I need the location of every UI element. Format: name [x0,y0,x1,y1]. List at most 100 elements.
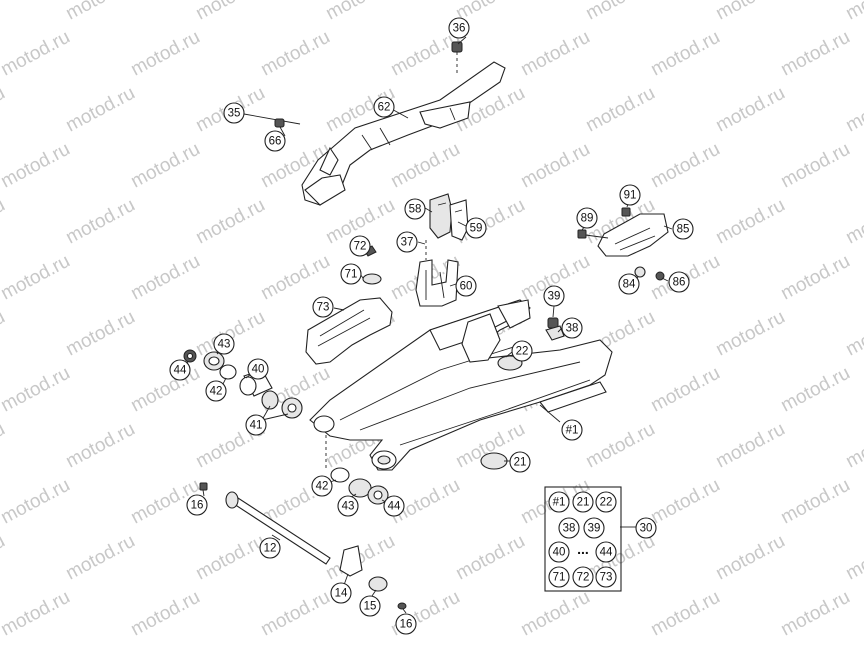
callout-c43a: 43 [213,333,235,355]
callout-c43b: 43 [337,495,359,517]
kit-item-label: 73 [600,572,613,584]
watermark-text: motod.ru [322,0,398,24]
callout-c42a: 42 [205,380,227,402]
callout-label: 22 [516,346,529,358]
watermark-text: motod.ru [127,363,203,417]
watermark-text: motod.ru [192,531,268,585]
callout-circle [213,333,235,355]
callout-label: 59 [470,223,483,235]
watermark-text: motod.ru [777,475,853,529]
watermark-text: motod.ru [192,307,268,361]
callout-c37: 37 [396,231,418,253]
kit-box [544,486,622,592]
watermark-text: motod.ru [582,83,658,137]
callout-circle [259,537,281,559]
callout-c72: 72 [349,235,371,257]
chain-guide-part [243,41,506,206]
kit-item: 22 [595,491,617,513]
watermark-text: motod.ru [777,139,853,193]
callout-circle [312,296,334,318]
callout-circle [340,263,362,285]
watermark-text: motod.ru [62,195,138,249]
callout-label: 43 [342,501,355,513]
callout-c21: 21 [509,451,531,473]
watermark-text: motod.ru [127,27,203,81]
watermark-text: motod.ru [257,251,333,305]
callout-circle [311,475,333,497]
watermark-text: motod.ru [712,307,788,361]
callout-c59: 59 [465,217,487,239]
watermark-text: motod.ru [842,0,864,24]
callout-c71: 71 [340,263,362,285]
kit-item-circle [572,491,594,513]
callout-c16b: 16 [395,613,417,635]
watermark-text: motod.ru [0,139,74,193]
watermark-text: motod.ru [0,587,74,641]
callout-label: 42 [210,386,223,398]
kit-item-label: 44 [600,547,613,559]
watermark-text: motod.ru [192,195,268,249]
callout-label: 36 [453,23,466,35]
watermark-text: motod.ru [777,251,853,305]
watermark-text: motod.ru [127,251,203,305]
callout-c22: 22 [511,340,533,362]
callout-c91: 91 [619,184,641,206]
watermark-text: motod.ru [842,83,864,137]
callout-circle [511,340,533,362]
kit-item-label: 22 [600,497,613,509]
callout-circle [455,275,477,297]
callout-circle [668,271,690,293]
callout-circle [330,582,352,604]
kit-item-circle [548,541,570,563]
watermark-text: motod.ru [647,139,723,193]
watermark-text: motod.ru [842,419,864,473]
bearing-stack-right [325,435,389,505]
watermark-text: motod.ru [517,27,593,81]
watermark-text: motod.ru [257,587,333,641]
callout-label: 42 [316,481,329,493]
watermark-text: motod.ru [0,307,9,361]
chain-guide-bracket-part [415,240,459,307]
callout-circle [618,273,640,295]
watermark-text: motod.ru [777,587,853,641]
callout-label: 58 [409,204,422,216]
kit-item-circle [595,541,617,563]
kit-item: 72 [572,566,594,588]
callout-c89: 89 [576,207,598,229]
kit-item-label: #1 [553,497,566,509]
callout-circle [245,414,267,436]
callout-c44b: 44 [383,495,405,517]
callout-label: 66 [269,136,282,148]
watermark-text: motod.ru [0,419,9,473]
callout-c35: 35 [223,102,245,124]
watermark-text: motod.ru [777,363,853,417]
kit-item-label: 72 [577,572,590,584]
watermark-text: motod.ru [192,0,268,24]
callout-label: 40 [252,364,265,376]
callout-circle [337,495,359,517]
callout-label: 37 [401,237,414,249]
callout-c60: 60 [455,275,477,297]
kit-item-circle [548,491,570,513]
callout-c16a: 16 [186,494,208,516]
callout-c73: 73 [312,296,334,318]
callout-label: 91 [624,190,637,202]
callout-circle [509,451,531,473]
kit-item-circle [548,566,570,588]
callout-circle [404,198,426,220]
watermark-text: motod.ru [0,475,74,529]
kit-item-circle [558,517,580,539]
callout-label: 73 [317,302,330,314]
watermark-text: motod.ru [62,0,138,24]
callout-label: 89 [581,213,594,225]
callout-label: 85 [677,224,690,236]
kit-item-label: 38 [563,523,576,535]
kit-item-circle [583,517,605,539]
callout-label: 41 [250,420,263,432]
callout-label: 30 [640,523,653,535]
callout-circle [576,207,598,229]
callout-circle [169,359,191,381]
callout-circle [373,96,395,118]
callout-c12: 12 [259,537,281,559]
